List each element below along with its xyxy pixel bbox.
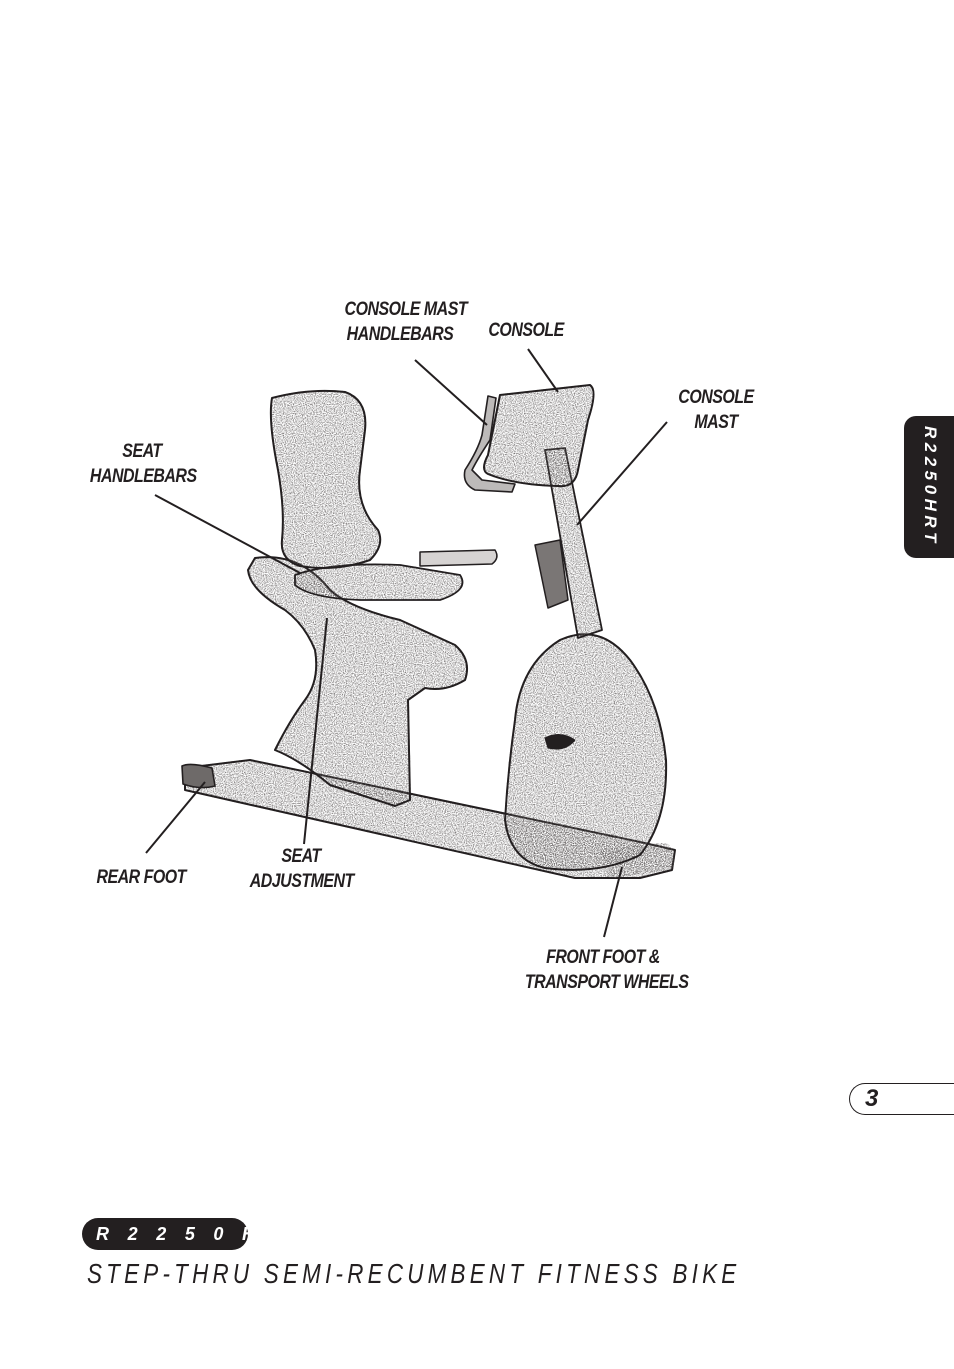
label-line: MAST [694,412,738,433]
side-tab: R2250HRT [904,416,954,558]
label-line: HANDLEBARS [346,324,454,345]
leader-lines [145,348,668,938]
label-seat-handlebars: SEAT HANDLEBARS [89,439,197,489]
model-badge-text: R 2 2 5 0 H R T [96,1224,324,1244]
leader-seat-handlebars [154,494,301,574]
bike-drawing [181,384,676,879]
leader-console-mast-handlebars [414,359,488,426]
label-front-foot-transport-wheels: FRONT FOOT & TRANSPORT WHEELS [524,945,689,995]
label-line: TRANSPORT WHEELS [524,972,689,993]
label-line: REAR FOOT [96,867,186,888]
leader-console-mast [576,421,668,526]
page-number-box: 3 [849,1083,954,1115]
label-console: CONSOLE [488,318,564,343]
label-console-mast: CONSOLE MAST [677,385,754,435]
label-line: HANDLEBARS [89,466,197,487]
page-number: 3 [865,1085,879,1112]
leader-rear-foot [145,781,206,854]
label-line: CONSOLE [678,387,754,408]
label-line: ADJUSTMENT [249,871,355,892]
label-line: SEAT [281,846,321,867]
label-line: CONSOLE [488,320,564,341]
label-line: FRONT FOOT & [546,947,660,968]
label-line: SEAT [122,441,162,462]
side-tab-label: R2250HRT [921,426,940,547]
label-seat-adjustment: SEAT ADJUSTMENT [249,844,355,894]
label-line: CONSOLE MAST [344,299,468,320]
leader-seat-adjustment [303,617,328,845]
model-badge: R 2 2 5 0 H R T [82,1218,316,1250]
leader-console [527,348,559,393]
label-console-mast-handlebars: CONSOLE MAST HANDLEBARS [344,297,468,347]
label-rear-foot: REAR FOOT [96,865,186,890]
leader-front-foot [603,866,623,938]
product-title: STEP-THRU SEMI-RECUMBENT FITNESS BIKE [87,1258,741,1289]
